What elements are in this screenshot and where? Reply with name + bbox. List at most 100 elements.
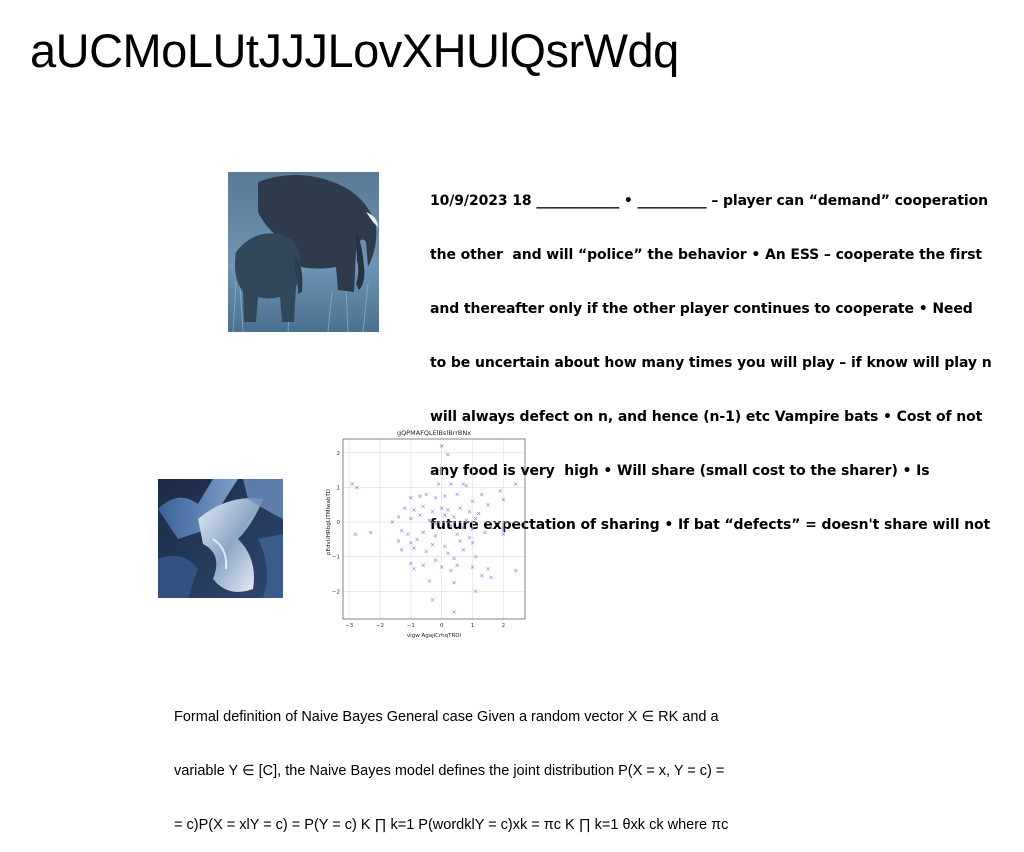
scatter-point: [399, 528, 404, 533]
scatter-point: [446, 551, 450, 556]
scatter-point: [449, 568, 453, 573]
y-tick-label: 0: [337, 520, 341, 526]
scatter-point: [483, 530, 487, 535]
scatter-point: [433, 496, 438, 500]
scatter-point: [409, 516, 413, 521]
y-tick-label: 1: [337, 485, 341, 491]
scatter-point: [412, 508, 416, 512]
scatter-point: [501, 532, 506, 537]
scatter-point: [489, 575, 493, 580]
scatter-point: [455, 563, 459, 568]
scatter-point: [409, 496, 413, 500]
text-line: will always defect on n, and hence (n-1)…: [430, 409, 983, 425]
scatter-point: [461, 525, 466, 530]
scatter-point: [480, 573, 484, 578]
scatter-point: [430, 509, 435, 514]
scatter-point: [396, 539, 401, 543]
chart-x-label: vigw AgajlCrhqTRDl: [407, 633, 462, 639]
scatter-point: [418, 513, 422, 517]
scatter-point: [421, 530, 426, 535]
scatter-point: [442, 513, 447, 517]
page-title: aUCMoLUtJJJLovXHUlQsrWdq: [30, 24, 679, 77]
scatter-point: [427, 518, 432, 523]
text-line: any food is very high • Will share (smal…: [430, 463, 930, 479]
scatter-point: [446, 508, 450, 512]
scatter-point: [470, 527, 475, 531]
x-tick-label: 2: [502, 623, 506, 629]
scatter-point: [461, 482, 466, 486]
scatter-point: [433, 521, 438, 526]
scatter-point: [513, 568, 518, 573]
scatter-point: [355, 485, 359, 490]
scatter-point: [433, 558, 438, 562]
scatter-point: [368, 530, 373, 535]
text-line: variable Y ∈ [C], the Naive Bayes model …: [174, 763, 725, 779]
scatter-point: [486, 566, 490, 571]
scatter-point: [449, 482, 453, 486]
scatter-point: [424, 492, 429, 497]
text-line: to be uncertain about how many times you…: [430, 355, 992, 371]
scatter-point: [470, 499, 475, 504]
naive-bayes-text: Formal definition of Naive Bayes General…: [174, 672, 814, 852]
y-tick-label: −2: [332, 589, 340, 595]
text-line: = c)P(X = xlY = c) = P(Y = c) K ∏ k=1 P(…: [174, 817, 729, 833]
chart-points: [350, 444, 518, 614]
abstract-image: [158, 479, 283, 598]
text-line: and thereafter only if the other player …: [430, 301, 973, 317]
scatter-point: [467, 535, 472, 540]
x-tick-label: 1: [471, 623, 475, 629]
scatter-point: [421, 504, 426, 509]
elephant-picture: [228, 172, 379, 332]
scatter-point: [501, 527, 506, 531]
scatter-point: [439, 565, 444, 569]
scatter-point: [473, 554, 478, 559]
scatter-point: [409, 561, 413, 566]
scatter-point: [442, 494, 447, 498]
scatter-point: [501, 497, 506, 502]
scatter-point: [480, 492, 484, 497]
scatter-point: [412, 546, 416, 550]
scatter-point: [412, 566, 416, 571]
scatter-point: [452, 515, 456, 519]
scatter-point: [489, 525, 493, 530]
scatter-point: [418, 494, 422, 498]
scatter-point: [405, 532, 410, 537]
text-line: the other and will “police” the behavior…: [430, 247, 983, 263]
scatter-point: [442, 544, 447, 549]
chart-grid: [343, 439, 525, 619]
scatter-point: [467, 509, 472, 514]
scatter-point: [446, 452, 450, 457]
scatter-point: [452, 580, 456, 585]
scatter-point: [513, 482, 518, 486]
scatter-point: [415, 537, 419, 542]
x-tick-label: 0: [440, 623, 444, 629]
scatter-point: [430, 598, 435, 602]
scatter-point: [473, 516, 478, 521]
scatter-point: [439, 506, 444, 511]
chart-y-label: pEdvUHRbgLITMlwabTD: [326, 489, 332, 555]
scatter-point: [399, 547, 404, 552]
scatter-point: [458, 539, 463, 543]
y-tick-label: 2: [337, 451, 341, 457]
scatter-point: [402, 506, 407, 511]
elephant-image: [228, 172, 379, 332]
abstract-picture: [158, 479, 283, 598]
scatter-point: [427, 579, 432, 583]
scatter-point: [424, 549, 429, 554]
bats-cooperation-text: 10/9/2023 18 ____________ • __________ –…: [430, 156, 1020, 552]
scatter-point: [430, 471, 435, 476]
scatter-point: [439, 444, 444, 448]
scatter-point: [390, 520, 395, 524]
text-line: 10/9/2023 18 ____________ • __________ –…: [430, 193, 989, 209]
scatter-point: [455, 492, 459, 497]
scatter-point: [421, 563, 426, 568]
scatter-point: [409, 541, 413, 545]
scatter-point: [449, 523, 453, 528]
y-tick-label: −1: [332, 555, 340, 561]
scatter-point: [486, 502, 490, 507]
scatter-point: [498, 489, 503, 493]
x-tick-label: −2: [376, 623, 384, 629]
chart-frame: [342, 438, 526, 620]
